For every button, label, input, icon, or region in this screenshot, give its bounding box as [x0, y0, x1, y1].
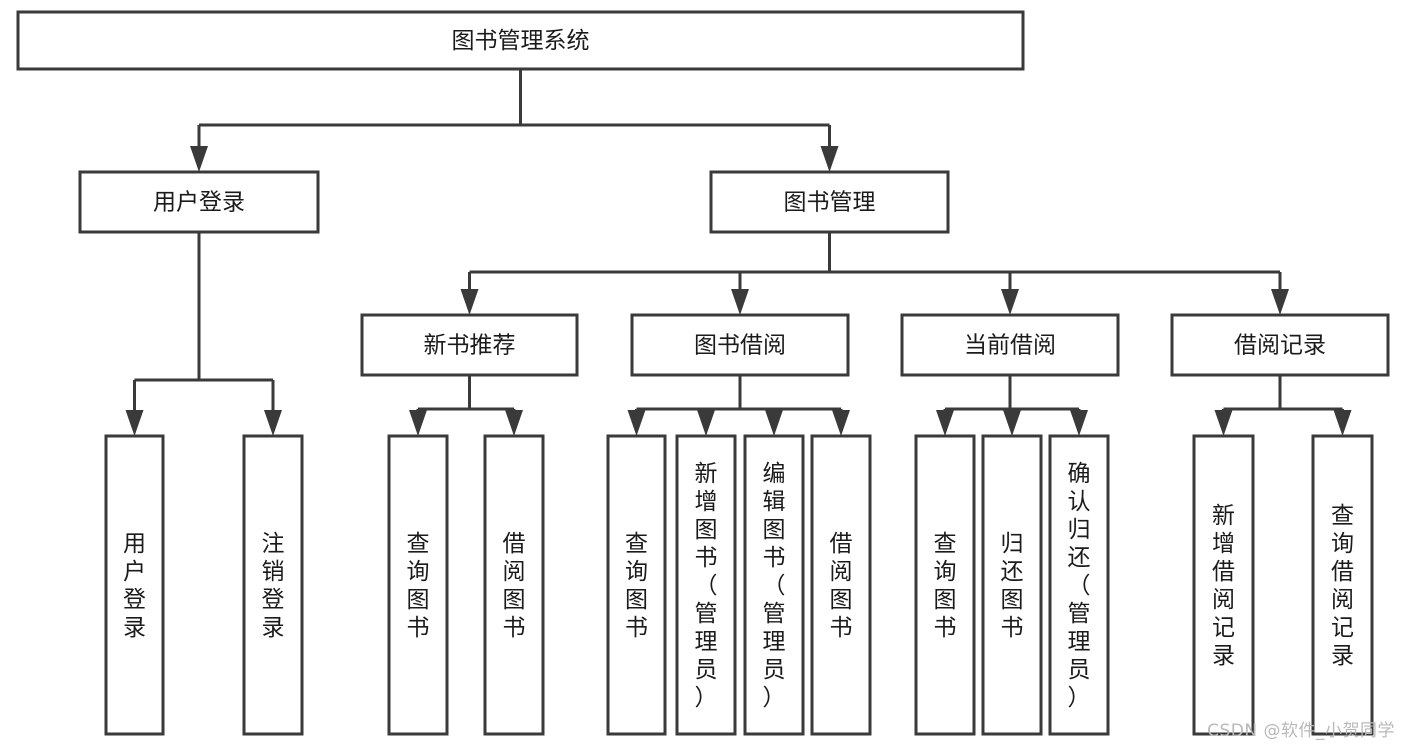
arrow-head-icon — [936, 410, 954, 436]
node-box[interactable] — [360, 313, 579, 377]
node-label: 当前借阅 — [964, 333, 1056, 359]
node-label: 借阅图书 — [503, 531, 526, 641]
node-label: 用户登录 — [123, 531, 146, 641]
edge-group-n-borrow — [627, 375, 850, 436]
node-label: 图书管理 — [784, 190, 876, 216]
edge-group-n-newbook — [409, 375, 523, 436]
diagram-node[interactable]: 注销登录 — [242, 434, 304, 736]
node-label: 图书管理系统 — [452, 28, 590, 54]
node-box[interactable] — [900, 313, 1120, 377]
edge-group-n-login — [125, 232, 282, 436]
node-box[interactable] — [709, 170, 950, 234]
arrow-head-icon — [505, 410, 523, 436]
diagram-node[interactable]: 借阅图书 — [810, 434, 872, 736]
diagram-node[interactable]: 图书管理 — [709, 170, 950, 234]
diagram-node[interactable]: 图书管理系统 — [16, 10, 1025, 71]
diagram-node[interactable]: 图书借阅 — [630, 313, 850, 377]
arrow-head-icon — [697, 410, 715, 436]
node-label: 用户登录 — [153, 190, 245, 216]
node-box[interactable] — [606, 434, 667, 736]
node-label: 注销登录 — [262, 531, 285, 641]
node-box[interactable] — [743, 434, 805, 736]
diagram-node[interactable]: 编辑图书（管理员） — [743, 434, 805, 736]
node-box[interactable] — [242, 434, 304, 736]
diagram-node[interactable]: 新书推荐 — [360, 313, 579, 377]
node-label: 图书借阅 — [694, 333, 786, 359]
csdn-watermark: CSDN @软件_小贺同学 — [1207, 721, 1395, 741]
node-label: 编辑图书（管理员） — [763, 461, 786, 711]
node-label: 确认归还（管理员） — [1068, 461, 1091, 711]
node-label: 查询图书 — [407, 531, 430, 641]
diagram-node[interactable]: 确认归还（管理员） — [1048, 434, 1110, 736]
arrow-head-icon — [832, 410, 850, 436]
diagram-node[interactable]: 借阅图书 — [483, 434, 545, 736]
node-box[interactable] — [16, 10, 1025, 71]
diagram-node[interactable]: 查询借阅记录 — [1311, 434, 1374, 736]
node-box[interactable] — [78, 170, 320, 234]
node-label: 归还图书 — [1001, 531, 1024, 641]
arrow-head-icon — [460, 289, 479, 315]
arrow-head-icon — [731, 289, 749, 315]
node-box[interactable] — [675, 434, 737, 736]
node-layer: 图书管理系统用户登录图书管理新书推荐图书借阅当前借阅借阅记录用户登录注销登录查询… — [16, 10, 1390, 736]
node-box[interactable] — [1170, 313, 1390, 377]
arrow-head-icon — [264, 410, 282, 436]
node-label: 借阅记录 — [1234, 333, 1326, 359]
diagram-node[interactable]: 查询图书 — [387, 434, 449, 736]
arrow-head-icon — [1333, 410, 1352, 436]
node-label: 新增图书（管理员） — [695, 461, 718, 711]
arrow-head-icon — [627, 410, 646, 436]
arrow-head-icon — [820, 146, 839, 172]
diagram-node[interactable]: 新增借阅记录 — [1192, 434, 1255, 736]
node-box[interactable] — [630, 313, 850, 377]
edge-group-n-record — [1214, 375, 1352, 436]
node-label: 查询借阅记录 — [1331, 503, 1354, 669]
arrow-head-icon — [190, 146, 208, 172]
arrow-head-icon — [1271, 289, 1289, 315]
node-box[interactable] — [483, 434, 545, 736]
diagram-node[interactable]: 用户登录 — [104, 434, 165, 736]
node-box[interactable] — [104, 434, 165, 736]
node-box[interactable] — [981, 434, 1043, 736]
node-box[interactable] — [387, 434, 449, 736]
node-box[interactable] — [1048, 434, 1110, 736]
diagram-node[interactable]: 归还图书 — [981, 434, 1043, 736]
arrow-head-icon — [1003, 410, 1021, 436]
node-box[interactable] — [810, 434, 872, 736]
node-label: 新增借阅记录 — [1212, 503, 1235, 669]
node-label: 新书推荐 — [424, 333, 516, 359]
arrow-head-icon — [409, 410, 427, 436]
edge-group-n-current — [936, 375, 1088, 436]
arrow-head-icon — [1214, 410, 1233, 436]
diagram-node[interactable]: 用户登录 — [78, 170, 320, 234]
node-box[interactable] — [1311, 434, 1374, 736]
diagram-node[interactable]: 当前借阅 — [900, 313, 1120, 377]
arrow-head-icon — [125, 410, 144, 436]
edge-group-n-bookmgmt — [460, 232, 1289, 315]
edge-group-root — [190, 69, 839, 172]
connector-layer — [125, 69, 1352, 436]
arrow-head-icon — [1070, 410, 1088, 436]
node-label: 查询图书 — [934, 531, 957, 641]
node-box[interactable] — [914, 434, 976, 736]
node-box[interactable] — [1192, 434, 1255, 736]
arrow-head-icon — [765, 410, 783, 436]
diagram-node[interactable]: 查询图书 — [914, 434, 976, 736]
node-label: 借阅图书 — [830, 531, 853, 641]
diagram-node[interactable]: 借阅记录 — [1170, 313, 1390, 377]
node-label: 查询图书 — [625, 531, 648, 641]
arrow-head-icon — [1001, 289, 1019, 315]
diagram-node[interactable]: 查询图书 — [606, 434, 667, 736]
diagram-node[interactable]: 新增图书（管理员） — [675, 434, 737, 736]
